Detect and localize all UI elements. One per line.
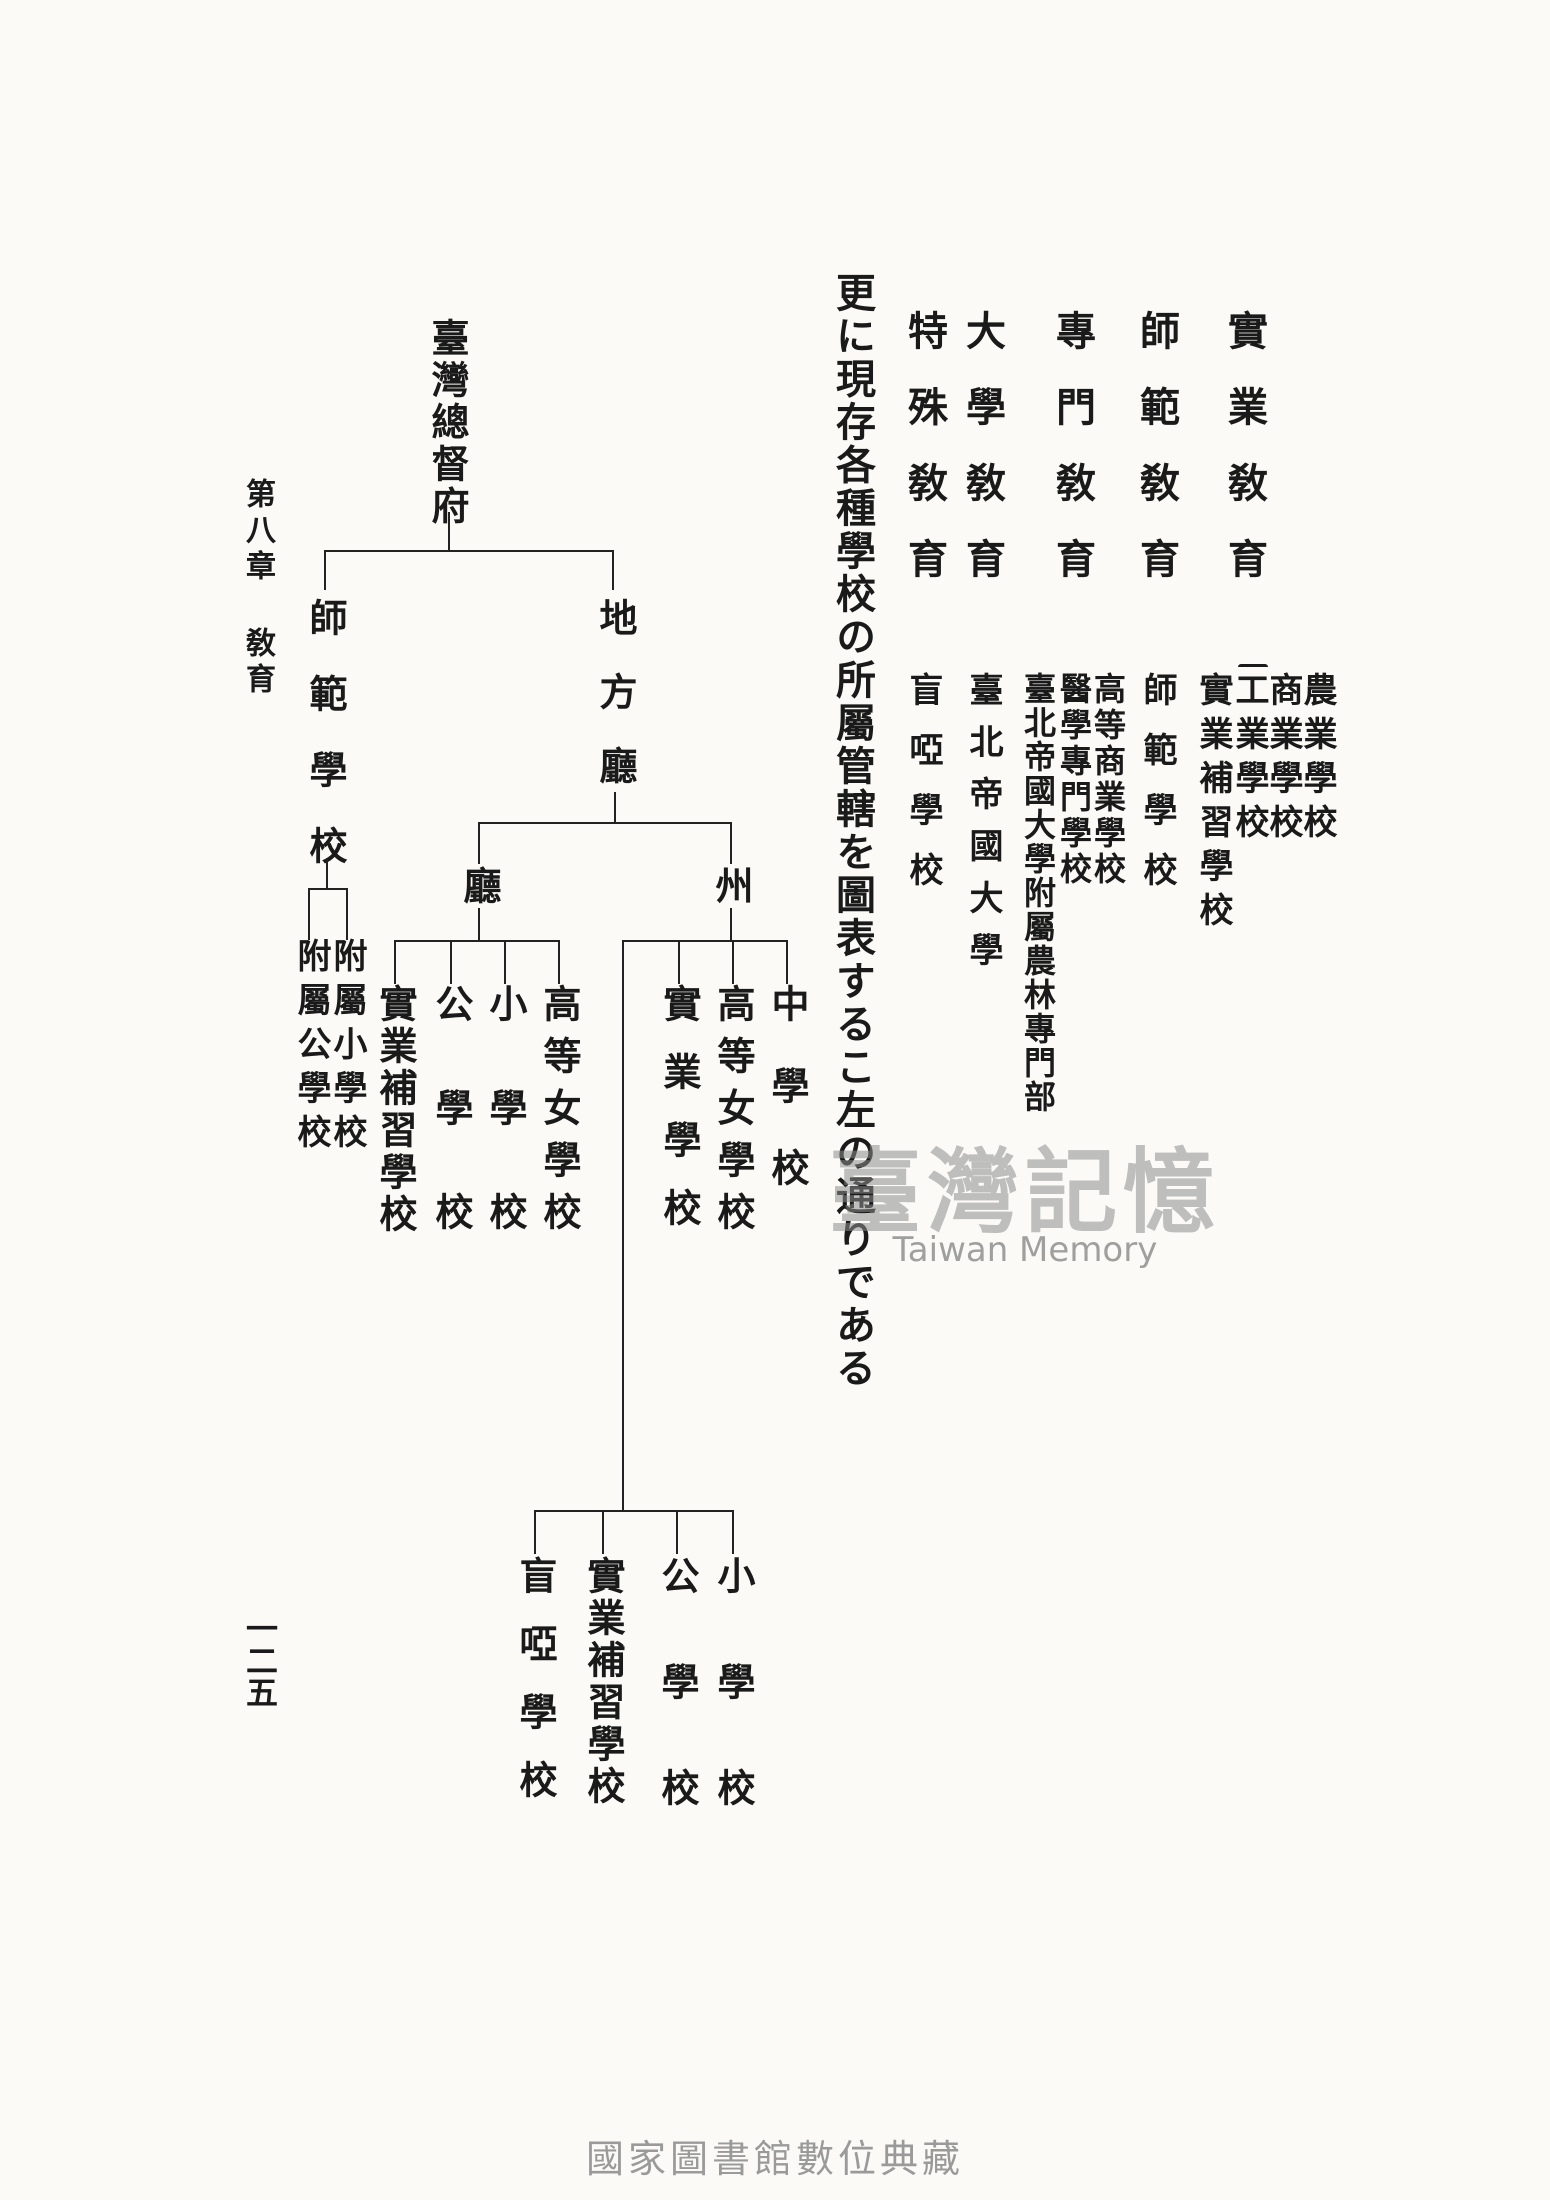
bottom-branch-1: [732, 1510, 734, 1554]
jitsugyo-item-3: 工業學校: [1229, 672, 1269, 848]
category-senmon-title: 專門敎育: [1049, 310, 1096, 614]
branch-shu: [730, 822, 732, 864]
running-head: 第八章 敎育: [240, 478, 275, 699]
shihan-child-1: 附屬小學校: [327, 938, 367, 1158]
cho-child-3: 公學校: [429, 984, 474, 1296]
shu-branch: [622, 940, 788, 942]
shu-child-1: 中學校: [765, 984, 810, 1230]
page-number: 一二五: [241, 1612, 279, 1708]
bottom-child-4: 盲啞學校: [513, 1556, 558, 1828]
library-footer: 國家圖書館數位典藏: [585, 2137, 964, 2181]
shu-long-branch: [622, 940, 624, 1510]
shihan-stem: [326, 858, 328, 888]
shu-child-3: 實業學校: [657, 984, 702, 1256]
bottom-branch-3: [602, 1510, 604, 1554]
root-branch: [324, 550, 614, 552]
chart-chiho-cho: 地方廳: [593, 598, 638, 820]
shihan-branch: [308, 888, 348, 890]
cho-branch-3: [450, 940, 452, 984]
jitsugyo-item-1: 農業學校: [1297, 672, 1337, 848]
brace-jitsugyo: [1238, 664, 1268, 667]
cho-branch-4: [394, 940, 396, 984]
senmon-item-1: 高等商業學校: [1089, 672, 1127, 888]
shu-child-2: 高等女學校: [711, 984, 756, 1244]
tokushu-item: 盲啞學校: [903, 672, 943, 912]
jitsugyo-item-2: 商業學校: [1263, 672, 1303, 848]
jitsugyo-item-4: 實業補習學校: [1193, 672, 1233, 936]
daigaku-item-1: 臺北帝國大學: [963, 672, 1003, 984]
senmon-item-2: 醫學專門學校: [1055, 672, 1093, 888]
taiwan-memory-watermark: 臺灣記憶 Taiwan Memory: [800, 1118, 1250, 1278]
category-jitsugyo-title: 實業敎育: [1221, 310, 1268, 614]
chart-shihan-school: 師範學校: [303, 598, 348, 902]
bottom-child-1: 小學校: [711, 1556, 756, 1874]
cho-child-2: 小學校: [483, 984, 528, 1296]
cho-branch: [394, 940, 560, 942]
shihan-child-2: 附屬公學校: [291, 938, 331, 1158]
cho-branch-2: [504, 940, 506, 984]
branch-shihan: [324, 550, 326, 590]
cho-stem: [478, 908, 480, 940]
category-tokushu-title: 特殊敎育: [901, 310, 948, 614]
shihan-branch-r: [346, 888, 348, 940]
watermark-title: 臺灣記憶: [828, 1138, 1221, 1246]
shu-stem: [730, 908, 732, 940]
shu-branch-1: [786, 940, 788, 984]
cho-child-4: 實業補習學校: [373, 984, 418, 1236]
category-daigaku-title: 大學敎育: [959, 310, 1006, 614]
bottom-child-3: 實業補習學校: [581, 1556, 626, 1808]
chart-root-sotokufu: 臺灣總督府: [425, 318, 470, 528]
shu-branch-2: [732, 940, 734, 984]
intro-sentence: 更に現存各種學校の所屬管轄を圖表するこ左の通りである: [829, 272, 876, 1390]
daigaku-item-2: 臺北帝國大學附屬農林專門部: [1019, 672, 1057, 1114]
chiho-stem: [614, 792, 616, 822]
shu-branch-3: [678, 940, 680, 984]
branch-cho: [478, 822, 480, 864]
root-stem: [448, 512, 450, 550]
branch-chiho: [612, 550, 614, 590]
watermark-subtitle: Taiwan Memory: [892, 1230, 1158, 1270]
category-shihan-title: 師範敎育: [1133, 310, 1180, 614]
bottom-branch: [534, 1510, 734, 1512]
cho-child-1: 高等女學校: [537, 984, 582, 1244]
bottom-branch-4: [534, 1510, 536, 1554]
cho-branch-1: [558, 940, 560, 984]
shihan-branch-l: [308, 888, 310, 940]
bottom-child-2: 公學校: [655, 1556, 700, 1874]
shihan-item: 師範學校: [1137, 672, 1177, 912]
chiho-branch: [478, 822, 732, 824]
bottom-branch-2: [676, 1510, 678, 1554]
